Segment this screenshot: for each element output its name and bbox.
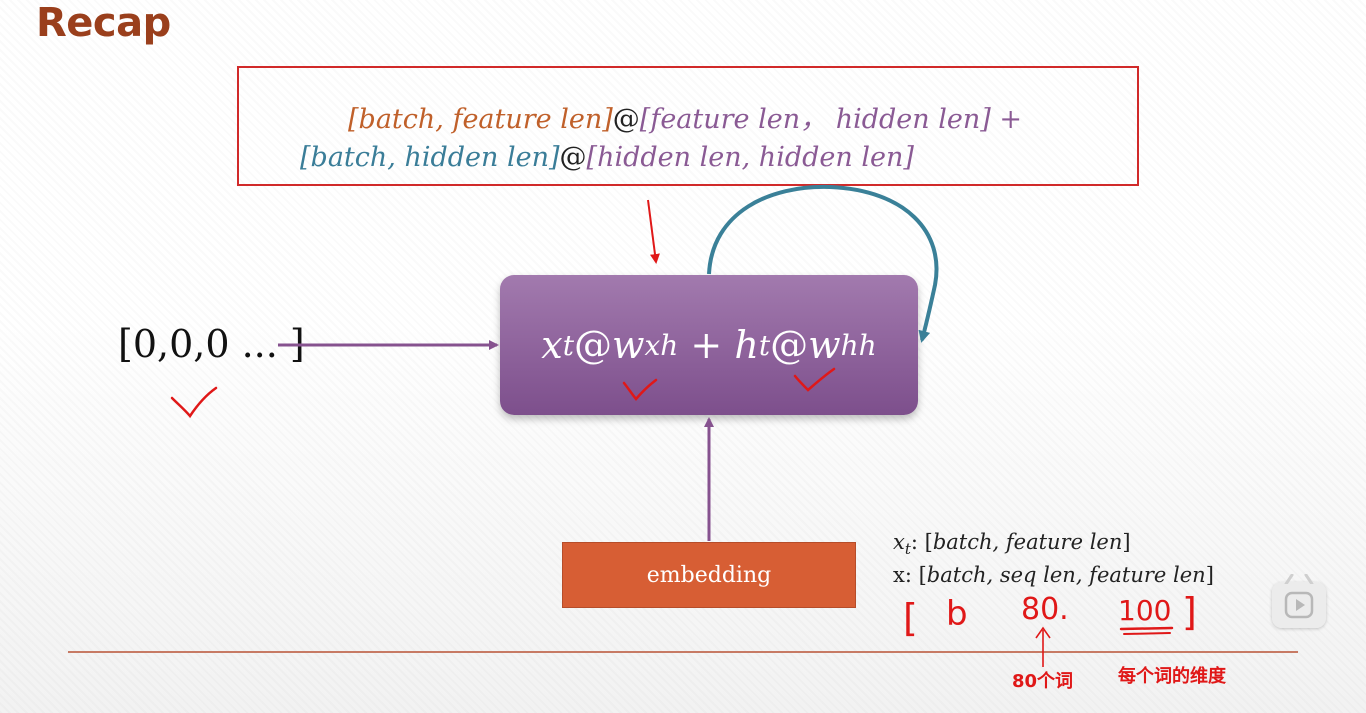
xt-shape: batch, feature len [932,530,1123,554]
cell-sub-xh: xh [644,328,679,362]
bracket-open: [ [639,104,651,135]
annotation-pointer-head [1035,626,1051,639]
hand-eighty: 80. [1021,592,1069,627]
hidden-shape-text: batch, hidden len [310,142,549,173]
x-close: ] [1205,563,1214,587]
check-mark [170,386,218,419]
whh-shape-text: hidden len, hidden len [597,142,904,173]
bracket-close: ] [980,104,991,135]
cell-x: x [541,323,563,367]
annotation-80-words: 80个词 [1012,671,1074,692]
formula-highlight-box [237,66,1139,186]
cell-sub-t: t [562,328,574,362]
hand-underline [1119,626,1174,631]
plus-operator: + [990,104,1022,135]
video-play-button[interactable] [1272,574,1326,628]
hand-b: b [946,594,968,634]
bracket-close: ] [602,104,613,135]
check-mark [793,367,836,392]
initial-hidden-vector: [0,0,0 ... ] [118,322,305,366]
hand-underline [1123,632,1171,635]
cell-at: @ [770,323,809,367]
xt-close: ] [1122,530,1131,554]
slide-title: Recap [36,0,171,46]
annotation-word-dimension: 每个词的维度 [1118,666,1226,687]
x-label: x: [ [893,563,927,587]
cell-sub-t: t [758,328,771,362]
cell-h: h [734,323,759,367]
hand-hundred: 100 [1118,594,1172,627]
red-pointer-arrow [647,199,660,264]
xt-var: x [893,530,905,554]
hand-open-bracket: [ [903,596,918,640]
check-mark [622,378,658,401]
xt-shape-note: xt: [batch, feature len] [893,530,1131,558]
formula-line-1: [batch, feature len]@[feature len， hidde… [348,97,1022,136]
play-icon [1284,591,1314,619]
cell-w: w [611,323,645,367]
x-shape: batch, seq len, feature len [926,563,1206,587]
bracket-close: ] [549,142,560,173]
cell-w: w [808,323,841,367]
bracket-open: [ [348,104,359,135]
x-shape-note: x: [batch, seq len, feature len] [893,563,1214,587]
wxh-shape-text: feature len， hidden len [650,104,981,135]
xt-sub: t [904,540,911,559]
bracket-open: [ [586,142,598,173]
formula-line-2: [batch, hidden len]@[hidden len, hidden … [300,142,914,173]
hand-close-bracket: ] [1182,590,1197,634]
cell-sub-hh: hh [840,328,877,362]
matmul-operator: @ [559,142,587,173]
player-ears-icon [1284,574,1314,584]
matmul-operator: @ [612,104,640,135]
divider-line [68,651,1298,653]
input-shape-text: batch, feature len [358,104,603,135]
recurrent-loop-arrow [707,184,939,343]
embedding-box: embedding [562,542,856,608]
cell-plus: + [678,323,735,367]
cell-at: @ [573,323,612,367]
bracket-close: ] [903,142,914,173]
bracket-open: [ [300,142,311,173]
xt-prefix: : [ [910,530,933,554]
